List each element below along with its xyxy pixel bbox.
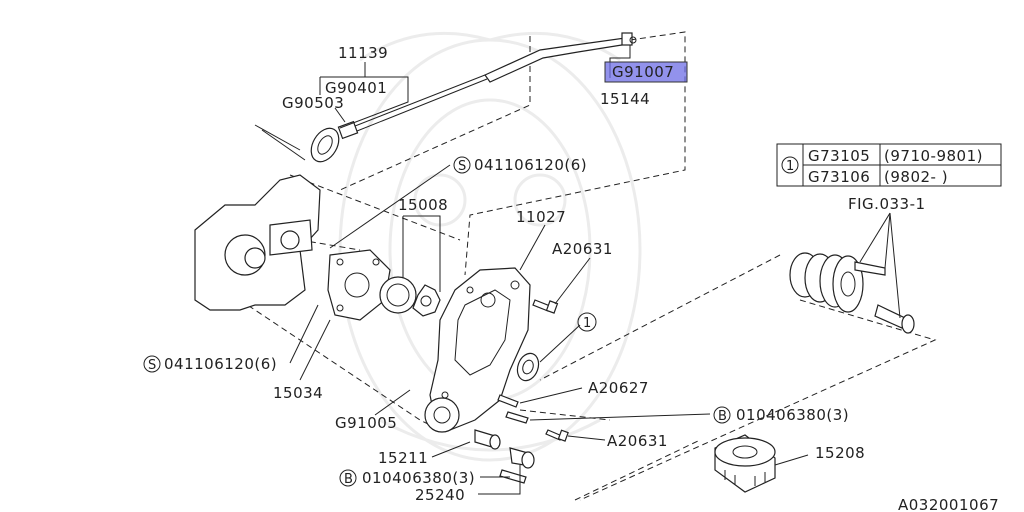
label-010406380-right[interactable]: 010406380(3) bbox=[736, 406, 849, 424]
circle-marker-1: 1 bbox=[577, 312, 597, 332]
label-a20631-top[interactable]: A20631 bbox=[552, 240, 613, 258]
label-25240[interactable]: 25240 bbox=[415, 486, 465, 504]
diagram-id: A032001067 bbox=[898, 496, 999, 512]
inner-rotor[interactable] bbox=[412, 284, 441, 317]
b-marker-bottom: B bbox=[339, 469, 357, 487]
label-15034[interactable]: 15034 bbox=[273, 384, 323, 402]
oil-pump-body[interactable] bbox=[429, 267, 531, 431]
s-marker-left-letter: S bbox=[148, 358, 156, 373]
plug-25240[interactable] bbox=[509, 447, 535, 469]
oil-cooler[interactable] bbox=[789, 252, 886, 313]
outer-rotor[interactable] bbox=[379, 276, 417, 314]
label-g91005[interactable]: G91005 bbox=[335, 414, 397, 432]
legend-circle-label: 1 bbox=[786, 159, 794, 174]
circle-marker-1-label: 1 bbox=[583, 316, 591, 331]
legend-row-1-period: (9710-9801) bbox=[884, 147, 983, 165]
b-marker-right: B bbox=[713, 406, 731, 424]
leader-lines bbox=[289, 45, 901, 495]
relief-valve[interactable] bbox=[474, 429, 501, 450]
label-fig-033-1[interactable]: FIG.033-1 bbox=[848, 195, 926, 213]
label-g91007[interactable]: G91007 bbox=[612, 63, 674, 81]
b-marker-bottom-letter: B bbox=[344, 472, 353, 487]
label-041106120-left[interactable]: 041106120(6) bbox=[164, 355, 277, 373]
label-15144[interactable]: 15144 bbox=[600, 90, 650, 108]
pump-rotor-gear[interactable] bbox=[424, 397, 460, 433]
label-11139[interactable]: 11139 bbox=[338, 44, 388, 62]
label-15208[interactable]: 15208 bbox=[815, 444, 865, 462]
b-marker-right-letter: B bbox=[718, 409, 727, 424]
dipstick-guide-tube[interactable] bbox=[484, 32, 633, 83]
label-a20631-bottom[interactable]: A20631 bbox=[607, 432, 668, 450]
label-11027[interactable]: 11027 bbox=[516, 208, 566, 226]
s-marker-top-letter: S bbox=[458, 159, 466, 174]
s-marker-left: S bbox=[143, 355, 161, 373]
legend-row-2-part[interactable]: G73106 bbox=[808, 168, 870, 186]
cooler-connector[interactable] bbox=[874, 304, 915, 334]
gasket-plate[interactable] bbox=[327, 249, 391, 321]
oil-filter[interactable] bbox=[714, 434, 776, 493]
oring-small bbox=[629, 36, 637, 44]
label-010406380-bottom[interactable]: 010406380(3) bbox=[362, 469, 475, 487]
engine-block[interactable] bbox=[194, 124, 321, 311]
highlight-box[interactable] bbox=[604, 61, 688, 83]
dipstick-ring[interactable] bbox=[306, 123, 345, 166]
label-041106120-top[interactable]: 041106120(6) bbox=[474, 156, 587, 174]
legend-table: 1 G73105 (9710-9801) G73106 (9802- ) bbox=[776, 143, 1002, 187]
bolt-a20627[interactable] bbox=[497, 394, 519, 408]
dipstick-rod[interactable] bbox=[337, 74, 488, 140]
legend-row-1-part[interactable]: G73105 bbox=[808, 147, 870, 165]
label-15211[interactable]: 15211 bbox=[378, 449, 428, 467]
label-g90503[interactable]: G90503 bbox=[282, 94, 344, 112]
label-15008[interactable]: 15008 bbox=[398, 196, 448, 214]
label-g90401[interactable]: G90401 bbox=[325, 79, 387, 97]
s-marker-top: S bbox=[453, 156, 471, 174]
label-a20627[interactable]: A20627 bbox=[588, 379, 649, 397]
legend-row-2-period: (9802- ) bbox=[884, 168, 948, 186]
bolt-a20631-lower[interactable] bbox=[545, 429, 569, 442]
bolt-a20631-upper[interactable] bbox=[532, 299, 559, 314]
front-seal[interactable] bbox=[514, 350, 542, 383]
bolt-010406380-right[interactable] bbox=[505, 411, 529, 424]
